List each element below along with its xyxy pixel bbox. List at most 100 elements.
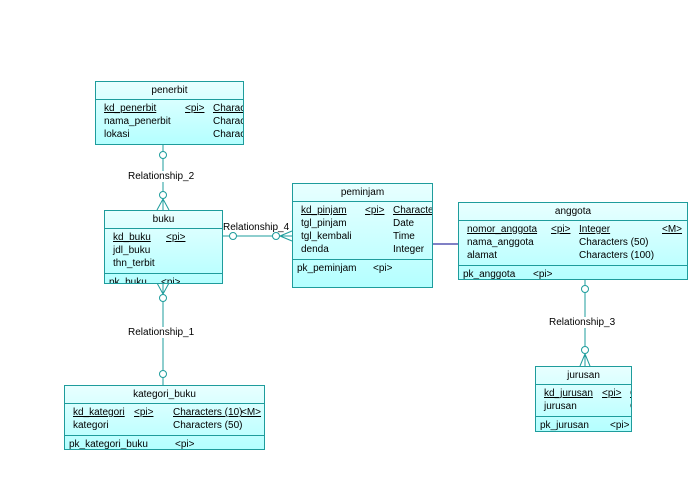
crows-foot [156, 198, 170, 211]
attribute-list: kd_jurusan <pi> Cjurusan C [536, 385, 631, 417]
identifier-key: <pi> [161, 277, 181, 284]
optional-marker [159, 191, 167, 199]
attribute-type: Charac [213, 129, 244, 140]
attribute-row[interactable]: kd_kategori <pi> Characters (10)<M> [69, 406, 262, 419]
attribute-type: Time [393, 231, 415, 242]
attribute-row[interactable]: jurusan C [540, 400, 631, 413]
optional-marker [159, 151, 167, 159]
attribute-name: nama_anggota [467, 237, 534, 248]
attribute-key: <pi> [134, 407, 154, 418]
attribute-type: Date [393, 218, 415, 229]
attribute-key: <pi> [602, 388, 622, 399]
identifier-name: pk_peminjam [297, 263, 357, 274]
attribute-list: kd_buku<pi>Charajdl_bukuCharathn_terbitC… [105, 229, 222, 274]
attribute-name: thn_terbit [113, 258, 155, 269]
attribute-row[interactable]: tgl_pinjam Date [297, 217, 428, 230]
attribute-name: tgl_kembali [301, 231, 352, 242]
identifier-key: <pi> [175, 439, 195, 450]
relationship-2-label[interactable]: Relationship_2 [128, 171, 195, 182]
attribute-type: Characte [393, 205, 433, 216]
attribute-row[interactable]: nomor_anggota <pi> Integer <M> [463, 223, 683, 236]
entity-peminjam[interactable]: peminjam kd_pinjam <pi> Characte tgl_pinjam D… [292, 183, 433, 288]
attribute-type: Characters (50) [579, 237, 649, 248]
attribute-row[interactable]: jdl_bukuChara [109, 244, 218, 257]
identifier-row[interactable]: pk_kategori_buku <pi> [69, 438, 260, 450]
optional-marker [159, 294, 167, 302]
relationship-1-label[interactable]: Relationship_1 [128, 327, 195, 338]
attribute-mandatory: <M> [662, 224, 683, 235]
crows-foot [156, 282, 170, 295]
attribute-row[interactable]: kd_jurusan <pi> C [540, 387, 631, 400]
attribute-list: kd_kategori<pi>Characters (10)<M>kategor… [65, 404, 264, 436]
attribute-name: jdl_buku [113, 245, 151, 256]
identifier-key: <pi> [373, 263, 393, 274]
attribute-name: kd_buku [113, 232, 151, 243]
identifier-row[interactable]: pk_peminjam <pi> [297, 262, 428, 275]
identifier-key: <pi> [533, 269, 553, 280]
attribute-row[interactable]: thn_terbitChara [109, 257, 218, 270]
entity-title: peminjam [293, 184, 432, 202]
attribute-mandatory: <M> [241, 407, 262, 418]
attribute-type: Characters (10) [173, 407, 243, 418]
attribute-name: kategori [73, 420, 109, 431]
identifier-row[interactable]: pk_buku<pi> [109, 276, 218, 284]
attribute-key: <pi> [551, 224, 571, 235]
identifier-list: pk_kategori_buku <pi> [65, 436, 264, 450]
attribute-type: Integer [579, 224, 611, 235]
attribute-row[interactable]: alamat Characters (100) [463, 249, 683, 262]
optional-marker [229, 232, 237, 240]
optional-marker [581, 285, 589, 293]
attribute-key: <pi> [185, 103, 205, 114]
attribute-row[interactable]: kd_pinjam <pi> Characte [297, 204, 432, 217]
attribute-type: C [630, 400, 631, 413]
attribute-type: Charac [213, 116, 244, 127]
identifier-list: pk_jurusan<pi> [536, 417, 631, 431]
attribute-row[interactable]: kategori Characters (50) [69, 419, 260, 432]
crows-foot [279, 230, 293, 242]
attribute-name: kd_pinjam [301, 205, 347, 216]
entity-buku[interactable]: bukukd_buku<pi>Charajdl_bukuCharathn_ter… [104, 210, 223, 284]
attribute-row[interactable]: nama_penerbit Charac [100, 115, 243, 128]
attribute-row[interactable]: nama_anggota Characters (50) [463, 236, 683, 249]
identifier-list: pk_buku<pi> [105, 274, 222, 284]
identifier-list: pk_anggota<pi> [459, 266, 687, 280]
optional-marker [272, 232, 280, 240]
entity-title: jurusan [536, 367, 631, 385]
attribute-type: C [630, 387, 631, 400]
attribute-row[interactable]: kd_buku<pi>Chara [109, 231, 218, 244]
crows-foot [579, 353, 591, 367]
entity-title: anggota [459, 203, 687, 221]
identifier-row[interactable]: pk_anggota<pi> [463, 268, 683, 280]
relationship-3-label[interactable]: Relationship_3 [549, 317, 616, 328]
attribute-row[interactable]: tgl_kembali Time [297, 230, 428, 243]
attribute-name: nomor_anggota [467, 224, 538, 235]
identifier-name: pk_kategori_buku [69, 439, 148, 450]
attribute-name: kd_kategori [73, 407, 125, 418]
attribute-type: Characters (50) [173, 420, 243, 431]
attribute-name: jurusan [544, 401, 577, 412]
attribute-type: Charac [213, 103, 244, 114]
attribute-key: <pi> [166, 232, 186, 243]
entity-jurusan[interactable]: jurusankd_jurusan<pi>CjurusanCpk_jurusan… [535, 366, 632, 432]
identifier-row[interactable]: pk_jurusan<pi> [540, 419, 629, 431]
attribute-name: nama_penerbit [104, 116, 171, 127]
attribute-name: denda [301, 244, 329, 255]
attribute-name: alamat [467, 250, 498, 261]
relationship-4-label[interactable]: Relationship_4 [223, 222, 290, 233]
attribute-name: tgl_pinjam [301, 218, 347, 229]
attribute-type: Characters (100) [579, 250, 655, 261]
attribute-name: kd_penerbit [104, 103, 157, 114]
entity-title: penerbit [96, 82, 243, 100]
attribute-key: <pi> [365, 205, 385, 216]
attribute-name: kd_jurusan [544, 388, 593, 399]
attribute-row[interactable]: kd_penerbit <pi> Charac [100, 102, 243, 115]
